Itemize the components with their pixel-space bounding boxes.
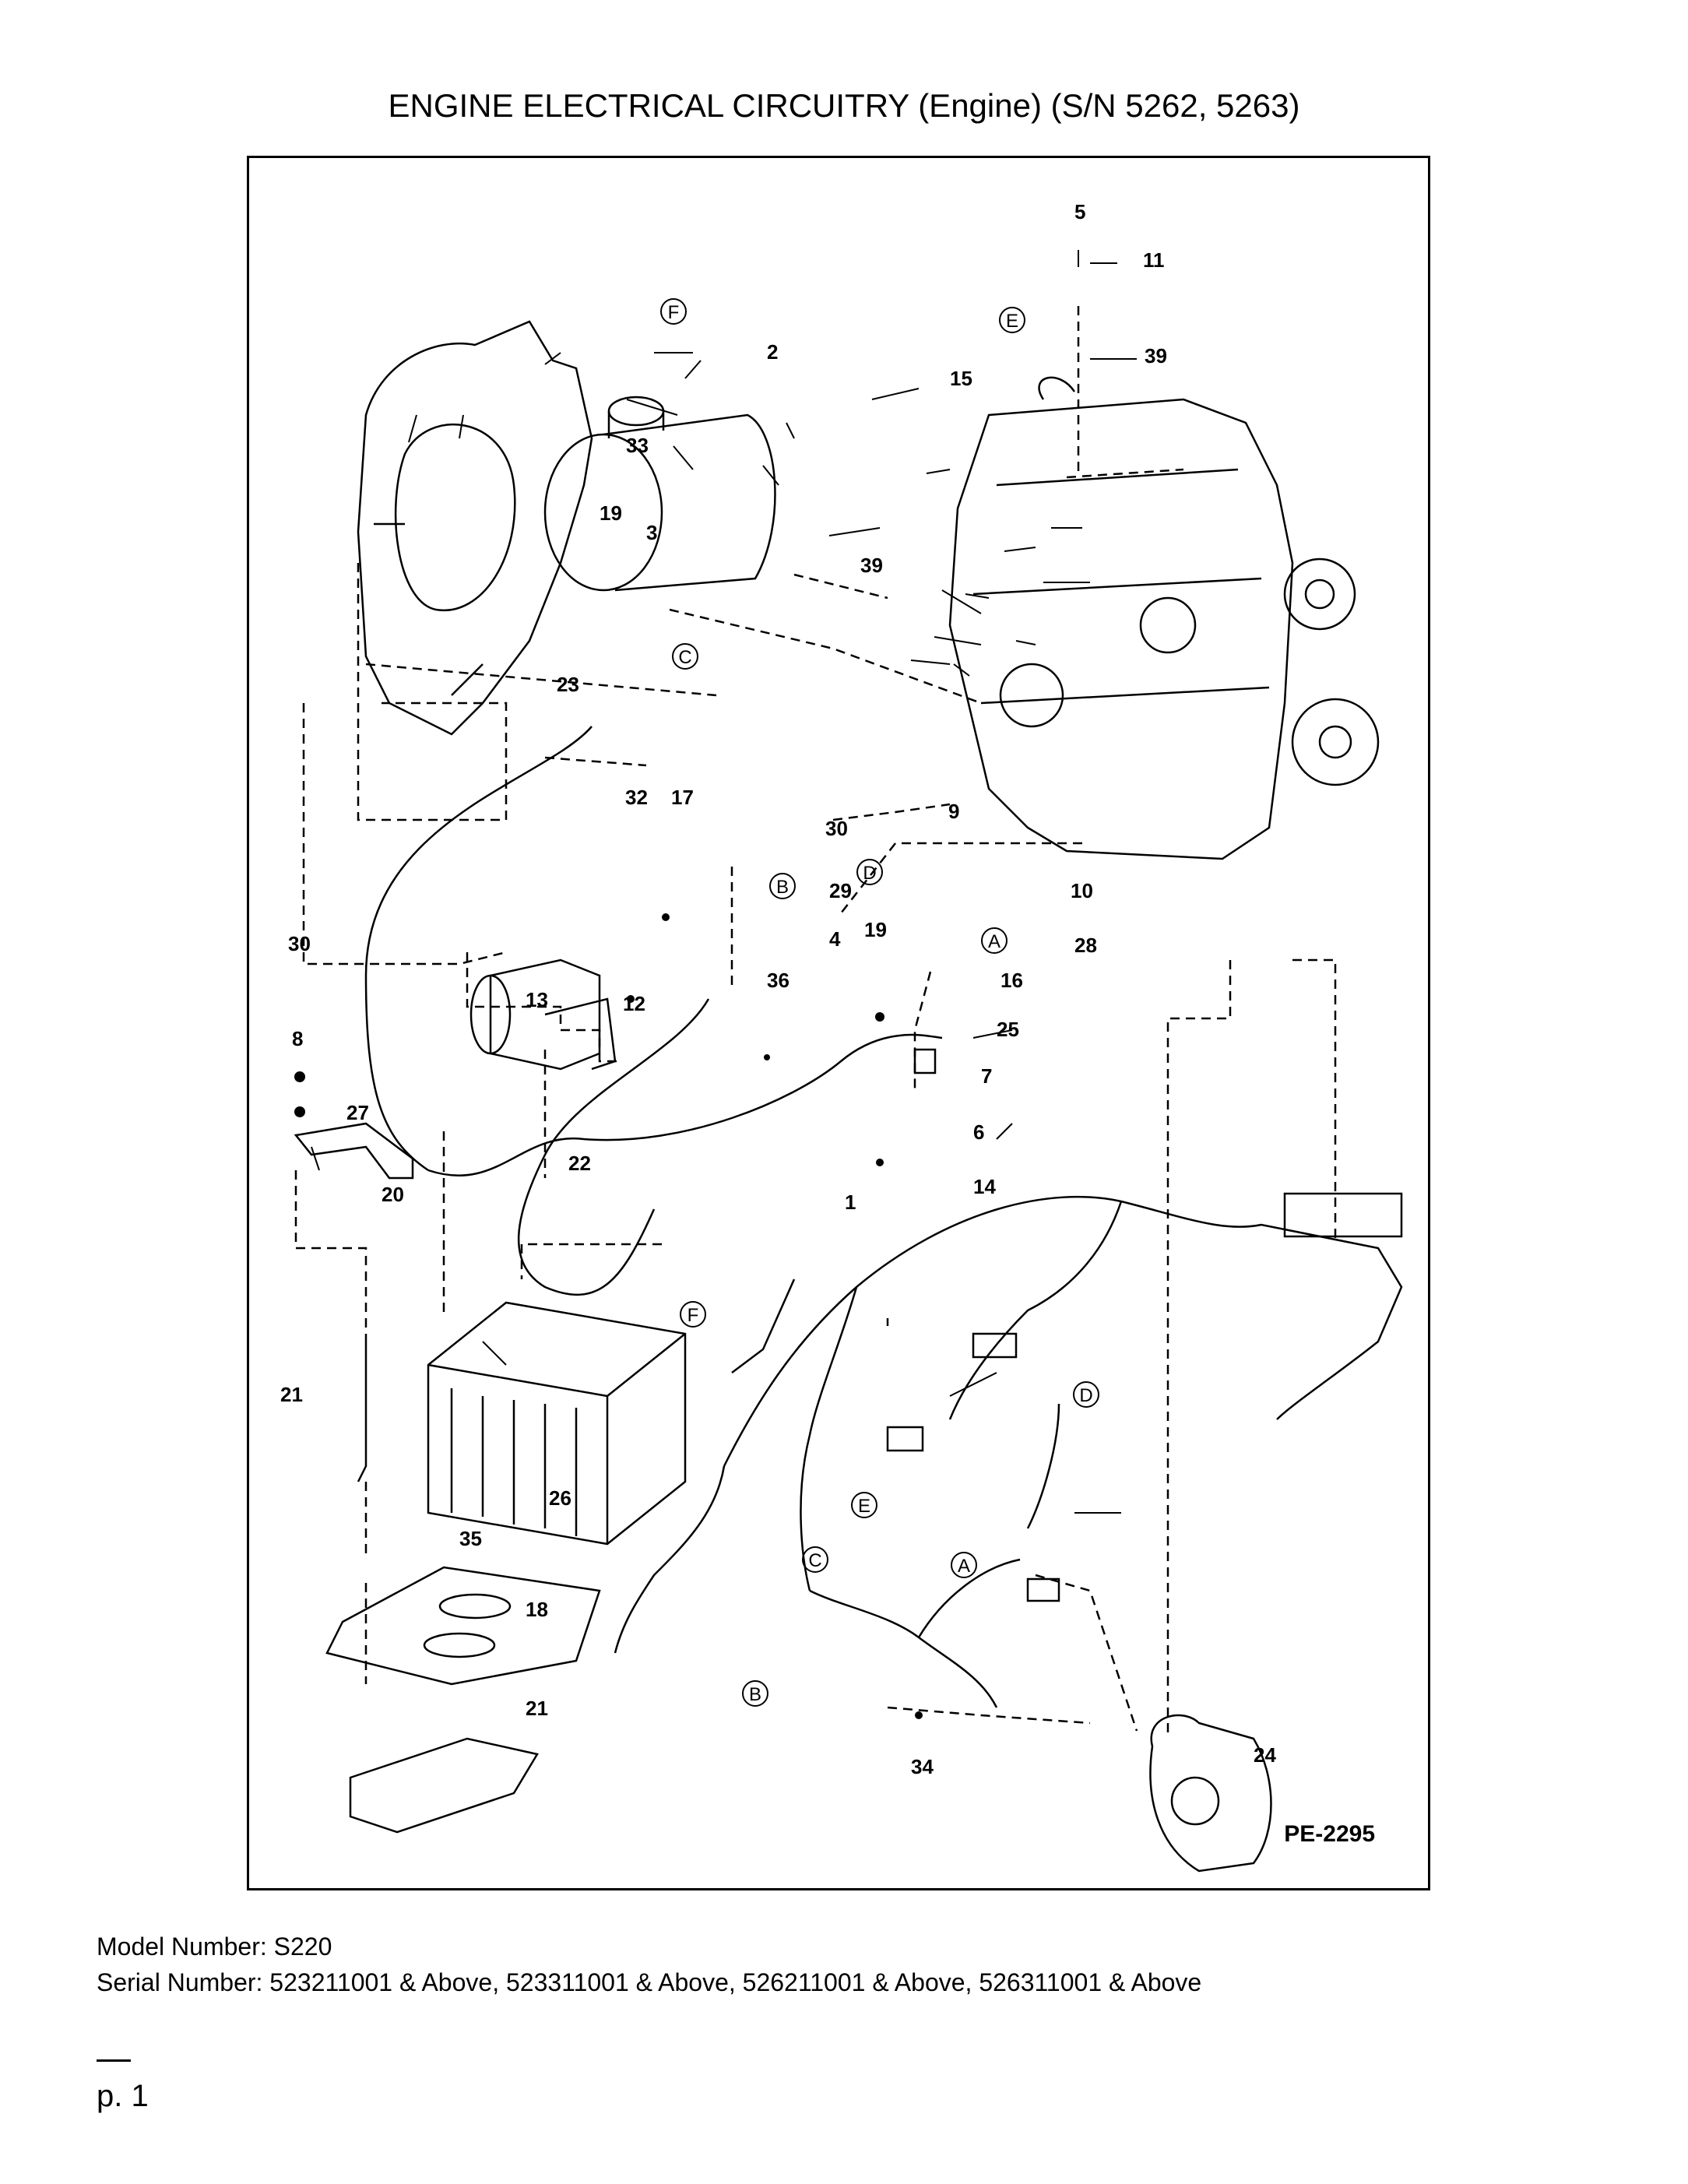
part-label: 19 <box>600 501 622 525</box>
part-number-labels: 5 11 2 15 39 33 19 3 39 23 32 17 30 29 9… <box>280 200 1276 1778</box>
connector-label: F <box>668 302 680 323</box>
connector-label: D <box>1079 1385 1092 1406</box>
part-label: 32 <box>625 786 648 809</box>
part-label: 15 <box>950 367 972 390</box>
part-label: 11 <box>1143 248 1165 272</box>
battery <box>427 1301 687 1546</box>
part-label: 30 <box>825 817 848 840</box>
alternator <box>1149 1714 1272 1873</box>
part-label: 39 <box>1145 344 1167 368</box>
part-label: 35 <box>459 1527 482 1550</box>
battery-hold-down <box>294 1122 414 1180</box>
hold-down-rod <box>357 1342 367 1482</box>
part-label: 21 <box>526 1697 548 1720</box>
drawing-code: PE-2295 <box>1284 1821 1375 1847</box>
connector-label: B <box>776 877 789 898</box>
connector-label: C <box>678 647 691 668</box>
part-label: 17 <box>671 786 694 809</box>
part-label: 1 <box>845 1190 856 1214</box>
part-label: 22 <box>568 1152 591 1175</box>
part-label: 21 <box>280 1383 303 1406</box>
part-label: 2 <box>767 340 778 364</box>
connector-callouts: F E C B D A F D E C A B <box>660 298 1099 1707</box>
part-label: 19 <box>864 918 887 941</box>
part-label: 3 <box>646 521 657 544</box>
exploded-parts-diagram <box>294 250 1403 1873</box>
part-label: 10 <box>1071 879 1093 902</box>
part-label: 5 <box>1074 200 1085 223</box>
part-label: 28 <box>1074 934 1097 957</box>
part-label: 20 <box>382 1183 404 1206</box>
connector-label: C <box>808 1550 821 1571</box>
part-label: 16 <box>1000 969 1023 992</box>
page-number-rule <box>97 2059 131 2062</box>
part-label: 27 <box>346 1101 369 1124</box>
part-label: 34 <box>911 1755 934 1778</box>
battery-cable <box>364 726 593 1172</box>
part-label: 18 <box>526 1598 548 1621</box>
part-label: 39 <box>860 554 883 577</box>
part-label: 14 <box>973 1175 996 1198</box>
part-label: 23 <box>557 673 579 696</box>
serial-number: Serial Number: 523211001 & Above, 523311… <box>97 1968 1202 1996</box>
part-label: 25 <box>997 1018 1019 1041</box>
connector-label: F <box>688 1305 699 1326</box>
ground-cable <box>517 998 710 1296</box>
mounting-plate <box>349 1737 539 1834</box>
connector-label: D <box>863 863 876 884</box>
main-wiring-harness <box>723 1195 1403 1467</box>
part-label: 8 <box>292 1027 303 1050</box>
battery-tray <box>325 1566 601 1686</box>
connector-label: A <box>958 1556 970 1577</box>
model-number: Model Number: S220 <box>97 1933 332 1961</box>
connector-label: E <box>858 1496 870 1517</box>
part-label: 26 <box>549 1486 571 1510</box>
part-label: 9 <box>948 800 959 823</box>
part-label: 36 <box>767 969 789 992</box>
connector-label: B <box>749 1684 761 1705</box>
part-label: 7 <box>981 1064 992 1088</box>
part-label: 24 <box>1254 1743 1276 1767</box>
part-label: 33 <box>626 434 649 457</box>
connector-label: E <box>1006 311 1018 332</box>
part-label: 4 <box>829 927 841 951</box>
diagram-frame: 5 11 2 15 39 33 19 3 39 23 32 17 30 29 9… <box>247 156 1430 1890</box>
engine-block <box>948 398 1294 860</box>
part-label: 12 <box>623 992 645 1015</box>
page-number: p. 1 <box>97 2079 149 2113</box>
part-label: 6 <box>973 1120 984 1144</box>
part-label: 30 <box>288 932 311 955</box>
connector-label: A <box>988 931 1000 952</box>
part-label: 29 <box>829 879 852 902</box>
page-title: ENGINE ELECTRICAL CIRCUITRY (Engine) (S/… <box>388 87 1300 124</box>
part-label: 13 <box>526 988 548 1011</box>
